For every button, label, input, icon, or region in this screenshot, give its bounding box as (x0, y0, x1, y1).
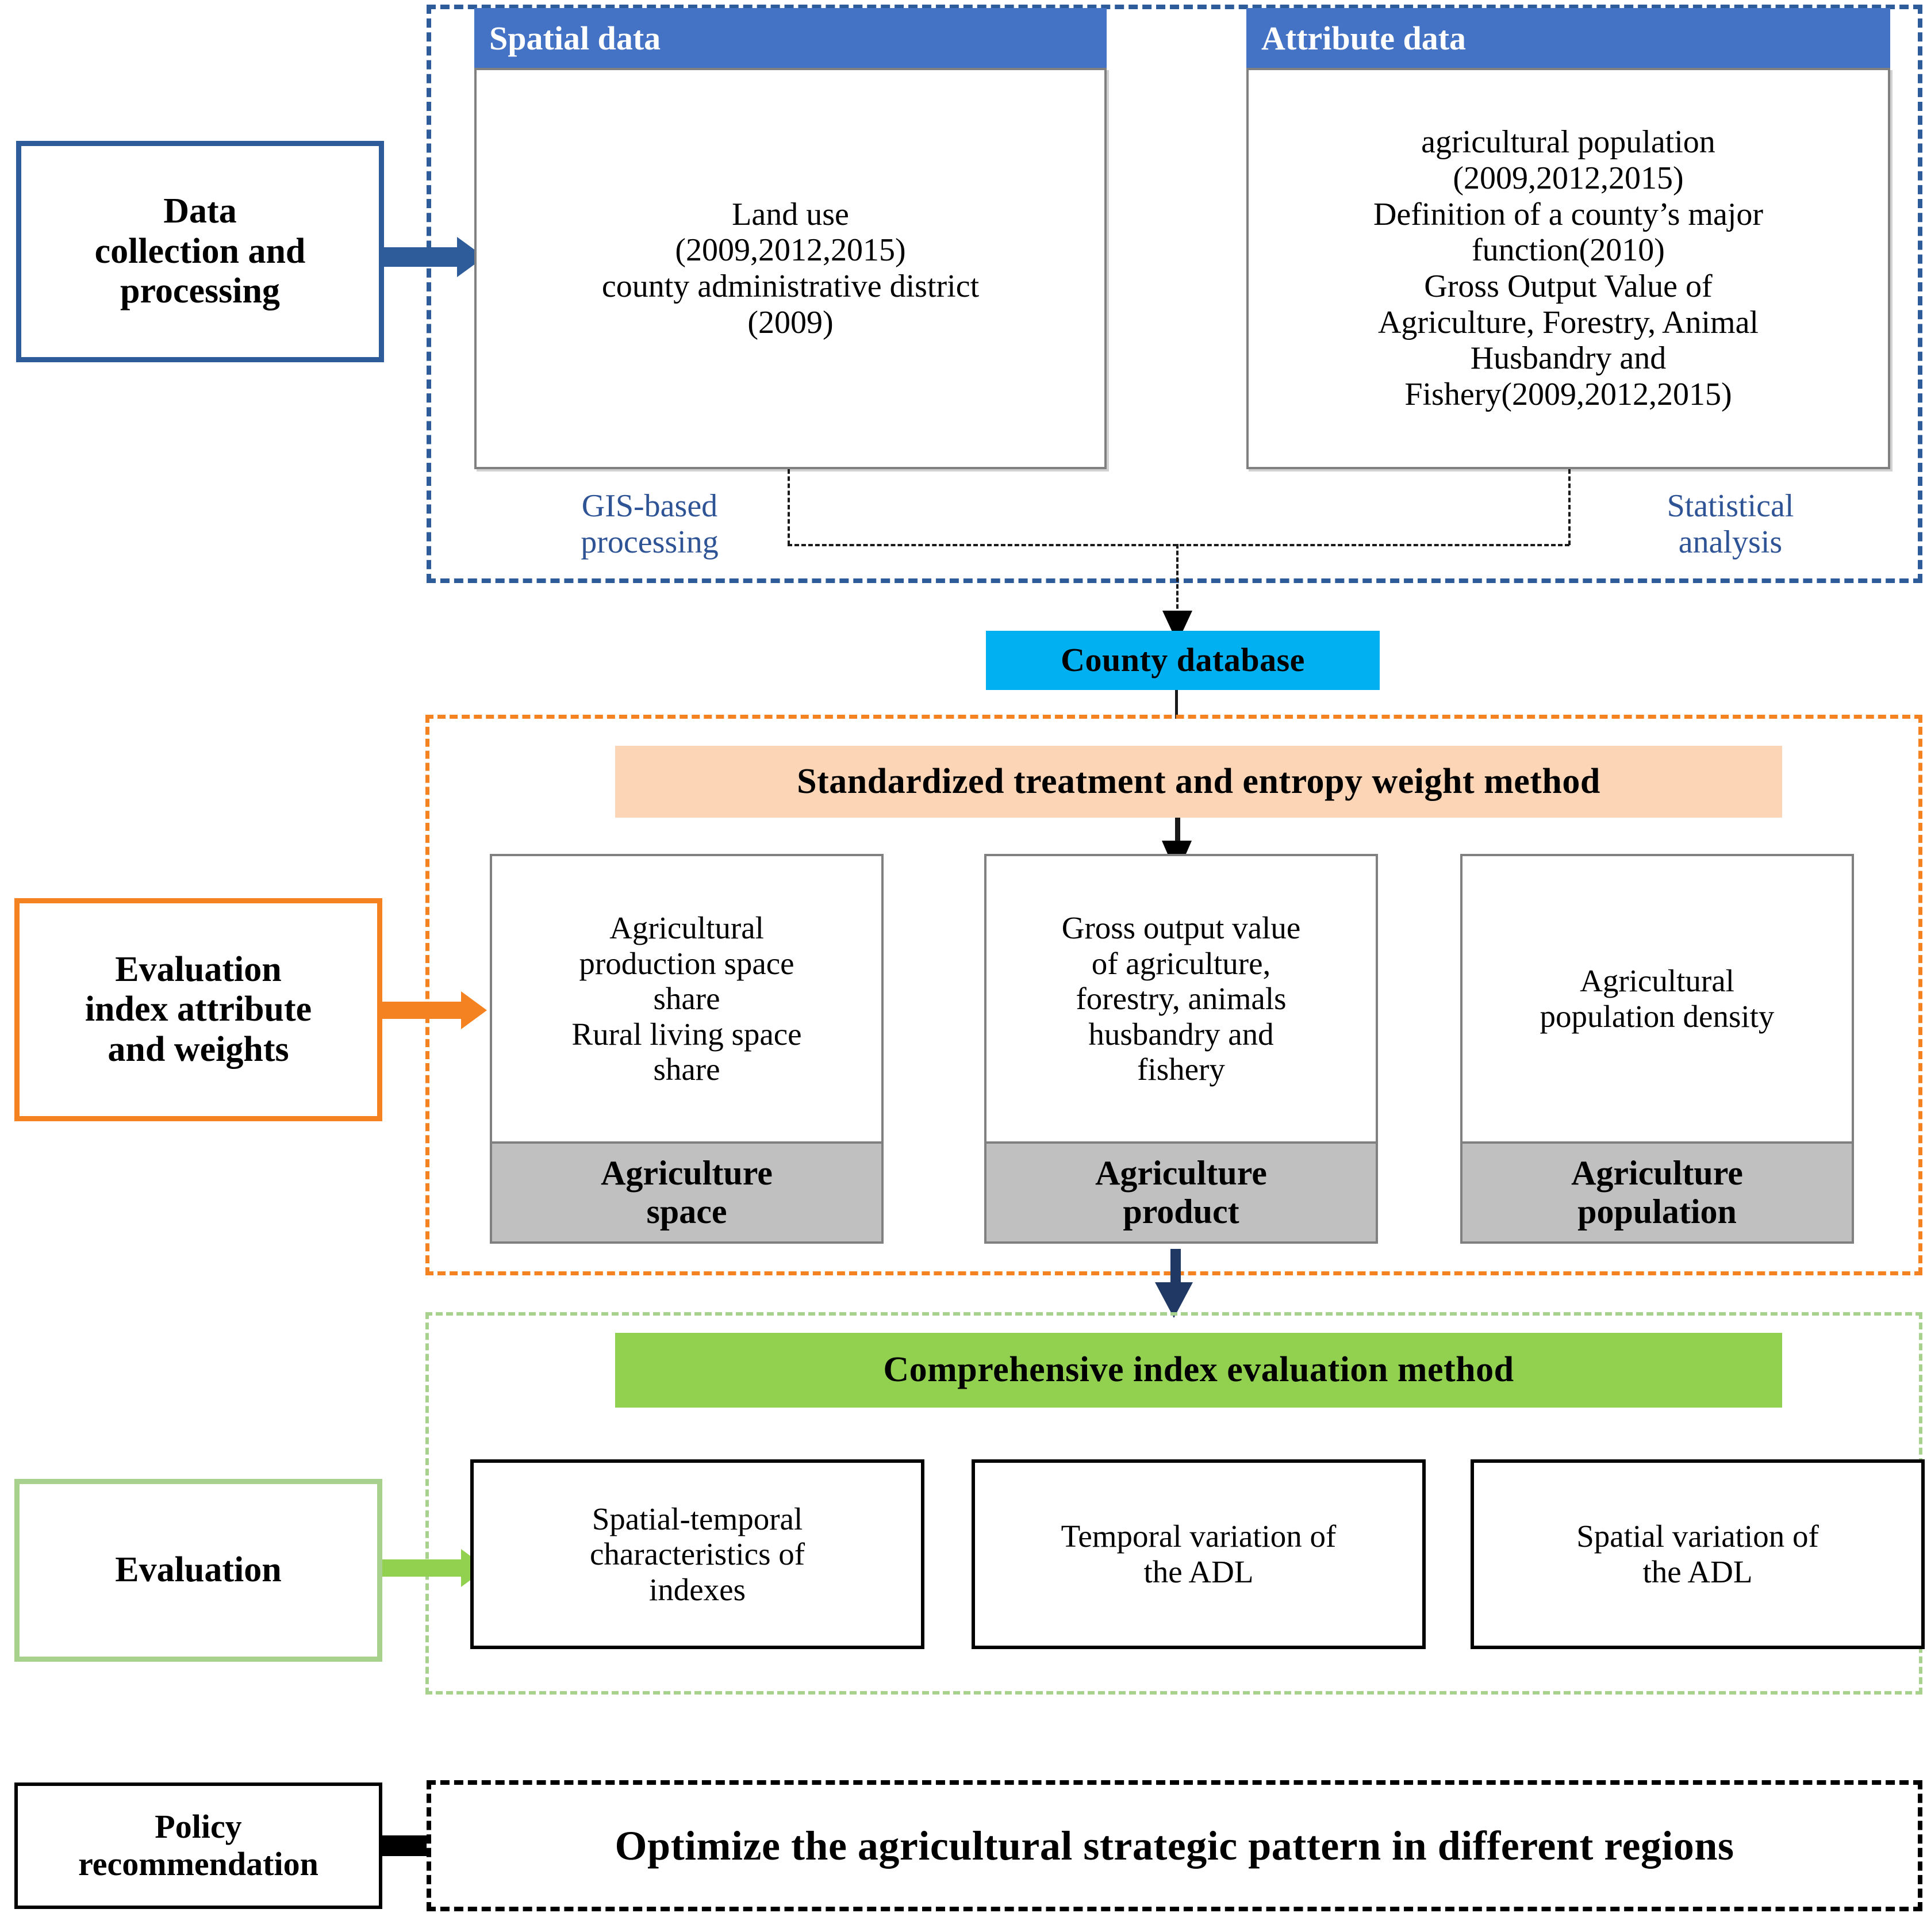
card-body-spatial-data: Land use (2009,2012,2015) county adminis… (474, 68, 1107, 469)
stage-data-collection: Data collection and processing (16, 141, 384, 362)
index-card-category-0-text: Agriculture space (601, 1153, 773, 1230)
connector-horizontal-join (788, 544, 1569, 546)
gis-processing-text: GIS-based processing (581, 488, 719, 560)
policy-outcome-text: Optimize the agricultural strategic patt… (615, 1822, 1734, 1869)
stage-evaluation: Evaluation (14, 1479, 382, 1662)
evaluation-box-0-text: Spatial-temporal characteristics of inde… (589, 1501, 805, 1607)
index-card-category-1: Agriculture product (984, 1141, 1378, 1244)
arrow-shaft-data-to-spatial (384, 247, 462, 267)
evaluation-box-1: Temporal variation of the ADL (972, 1459, 1426, 1649)
index-card-indicators-0: Agricultural production space share Rura… (490, 854, 884, 1141)
evaluation-box-1-text: Temporal variation of the ADL (1061, 1519, 1337, 1589)
spatial-data-body-text: Land use (2009,2012,2015) county adminis… (601, 196, 980, 340)
standardized-treatment-label: Standardized treatment and entropy weigh… (797, 761, 1600, 801)
index-card-category-2: Agriculture population (1460, 1141, 1854, 1244)
connector-spatial-vertical (788, 469, 790, 545)
stage-policy-label: Policy recommendation (78, 1808, 318, 1883)
index-card-indicators-2-text: Agricultural population density (1540, 963, 1775, 1034)
connector-attribute-vertical (1568, 469, 1571, 545)
stage-evaluation-index: Evaluation index attribute and weights (14, 898, 382, 1121)
stage-data-collection-label: Data collection and processing (94, 191, 306, 311)
banner-county-database: County database (986, 631, 1380, 690)
index-card-indicators-1: Gross output value of agriculture, fores… (984, 854, 1378, 1141)
arrow-shaft-banner-to-card (1175, 818, 1180, 853)
evaluation-box-0: Spatial-temporal characteristics of inde… (470, 1459, 924, 1649)
evaluation-box-2: Spatial variation of the ADL (1471, 1459, 1925, 1649)
label-gis-based-processing: GIS-based processing (529, 478, 770, 570)
label-statistical-analysis: Statistical analysis (1610, 478, 1851, 570)
county-database-label: County database (1061, 641, 1305, 679)
index-card-category-2-text: Agriculture population (1571, 1153, 1743, 1230)
connector-to-database-vertical (1176, 544, 1179, 622)
card-header-spatial-data: Spatial data (474, 8, 1107, 68)
comprehensive-index-label: Comprehensive index evaluation method (883, 1350, 1514, 1390)
index-card-indicators-1-text: Gross output value of agriculture, fores… (1061, 910, 1301, 1087)
index-card-category-0: Agriculture space (490, 1141, 884, 1244)
index-card-indicators-0-text: Agricultural production space share Rura… (571, 910, 802, 1087)
stage-evaluation-index-label: Evaluation index attribute and weights (85, 949, 312, 1069)
arrow-head-index (461, 991, 487, 1029)
arrow-shaft-index (382, 1002, 466, 1019)
card-header-attribute-data: Attribute data (1246, 8, 1890, 68)
arrow-shaft-evaluation (382, 1559, 466, 1577)
banner-standardized-treatment: Standardized treatment and entropy weigh… (615, 746, 1782, 818)
index-card-indicators-2: Agricultural population density (1460, 854, 1854, 1141)
connector-database-to-index (1175, 690, 1178, 719)
data-collection-group (427, 5, 1922, 583)
card-body-attribute-data: agricultural population (2009,2012,2015)… (1246, 68, 1890, 469)
statistical-analysis-text: Statistical analysis (1667, 488, 1794, 560)
stage-evaluation-label: Evaluation (115, 1550, 282, 1590)
evaluation-box-2-text: Spatial variation of the ADL (1576, 1519, 1819, 1589)
banner-comprehensive-index: Comprehensive index evaluation method (615, 1333, 1782, 1408)
index-card-category-1-text: Agriculture product (1095, 1153, 1267, 1230)
attribute-data-header-label: Attribute data (1261, 19, 1467, 57)
stage-policy-recommendation: Policy recommendation (14, 1782, 382, 1909)
attribute-data-body-text: agricultural population (2009,2012,2015)… (1373, 124, 1764, 413)
spatial-data-header-label: Spatial data (489, 19, 661, 57)
arrow-head-index-to-evaluation (1155, 1282, 1193, 1318)
policy-outcome-box: Optimize the agricultural strategic patt… (427, 1780, 1922, 1911)
